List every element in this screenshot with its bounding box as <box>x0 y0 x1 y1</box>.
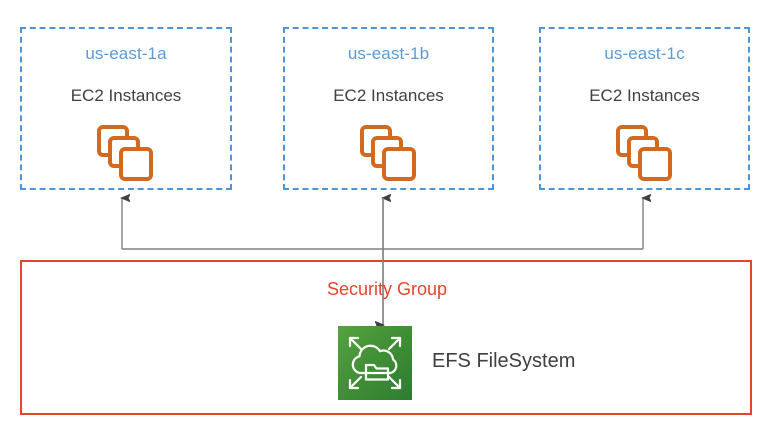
ec2-instances-icon <box>95 123 157 185</box>
az-label-us-east-1a: us-east-1a <box>85 44 167 63</box>
ec2-instances-label-us-east-1a: EC2 Instances <box>70 86 182 105</box>
security-group-label: Security Group <box>326 279 448 299</box>
availability-zone-us-east-1b: us-east-1b EC2 Instances <box>283 27 494 190</box>
ec2-instances-label-us-east-1b: EC2 Instances <box>333 86 444 105</box>
availability-zone-us-east-1a: us-east-1a EC2 Instances <box>20 27 232 190</box>
az-label-us-east-1b: us-east-1b <box>347 44 430 63</box>
availability-zone-us-east-1c: us-east-1c EC2 Instances <box>539 27 750 190</box>
security-group-boundary <box>20 260 752 415</box>
efs-filesystem-label: EFS FileSystem <box>432 350 576 372</box>
ec2-instances-icon <box>614 123 676 185</box>
az-label-us-east-1c: us-east-1c <box>604 44 685 63</box>
ec2-instances-label-us-east-1c: EC2 Instances <box>589 86 700 105</box>
efs-filesystem-icon <box>338 326 412 400</box>
ec2-instances-icon <box>358 123 420 185</box>
